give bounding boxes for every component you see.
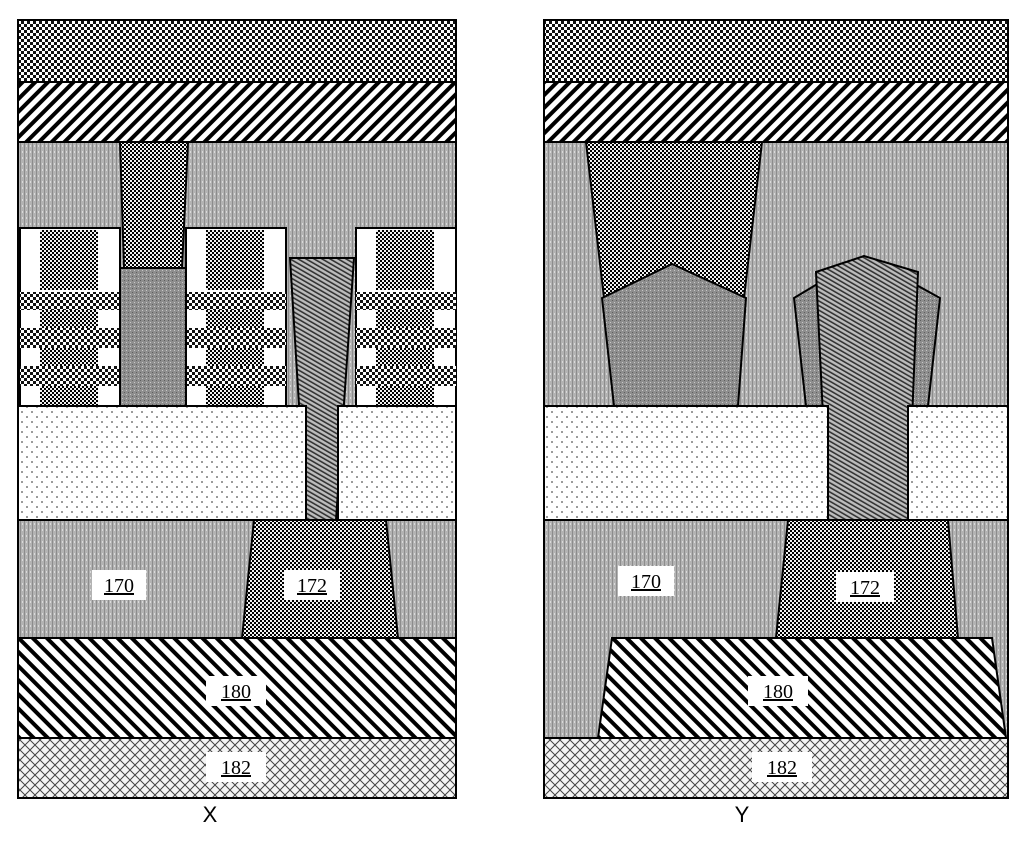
- y-cap-layer: [543, 19, 1009, 83]
- y-label-170: 170: [631, 571, 661, 593]
- x-label-172: 172: [297, 575, 327, 597]
- y-contact-via: [814, 254, 920, 521]
- x-view-caption: X: [203, 802, 218, 827]
- x-plug-fill: [119, 267, 187, 407]
- x-label-170: 170: [104, 575, 134, 597]
- x-label-180: 180: [221, 681, 251, 703]
- y-hatch-layer: [543, 81, 1009, 143]
- view-x-section: 170 172 180 182 X: [17, 19, 457, 827]
- x-hatch-layer: [17, 81, 457, 143]
- y-left-plug-fill: [600, 262, 748, 407]
- x-gate-stack-2: [185, 227, 287, 407]
- y-etch-stop-right: [907, 405, 1009, 521]
- y-label-180: 180: [763, 681, 793, 703]
- y-view-caption: Y: [735, 802, 750, 827]
- x-etch-stop-right: [337, 405, 457, 521]
- x-plug-top: [118, 141, 190, 269]
- view-y-section: 170 172 180 182 Y: [543, 19, 1009, 827]
- y-label-172: 172: [850, 577, 880, 599]
- x-gate-stack-1: [19, 227, 121, 407]
- x-label-182: 182: [221, 757, 251, 779]
- y-label-182: 182: [767, 757, 797, 779]
- x-gate-stack-3: [355, 227, 457, 407]
- x-cap-layer: [17, 19, 457, 83]
- x-etch-stop-left: [17, 405, 307, 521]
- y-etch-stop-left: [543, 405, 829, 521]
